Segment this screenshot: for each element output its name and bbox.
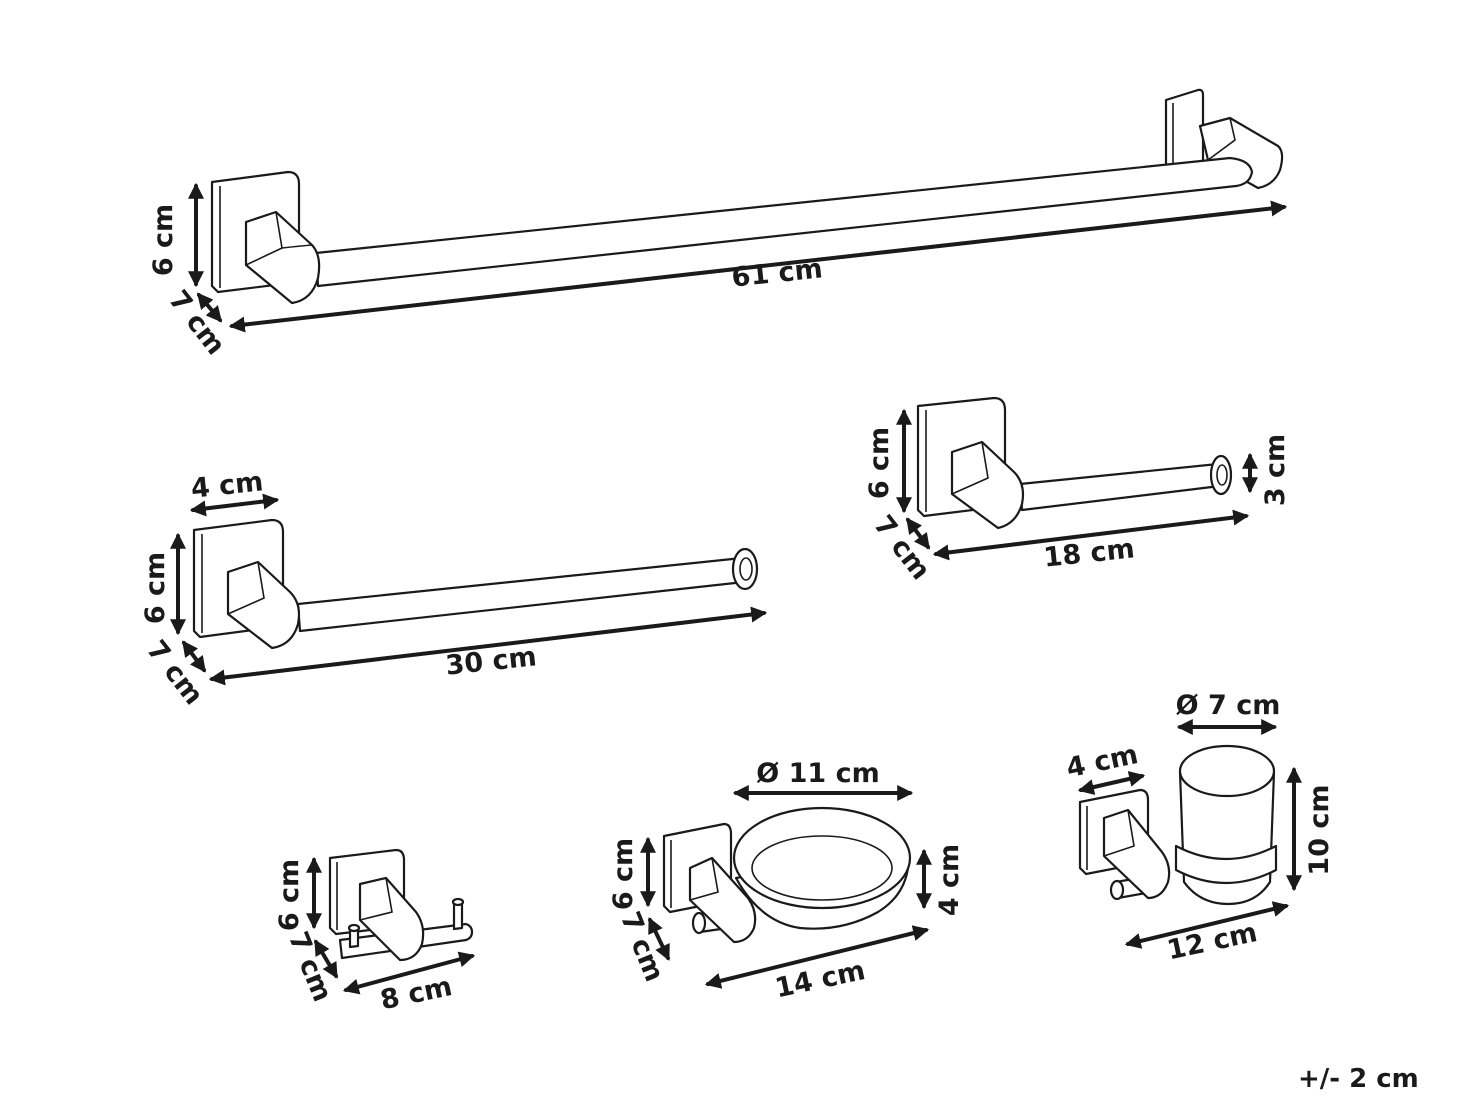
tumbler-diameter-label: Ø 7 cm bbox=[1176, 690, 1281, 721]
paper-holder-arm bbox=[950, 440, 1025, 530]
double-hook: 8 cm 6 cm 7 cm bbox=[274, 848, 476, 1016]
short-bar-end-cap bbox=[731, 547, 759, 591]
long-bar-right-arm bbox=[1198, 116, 1284, 190]
paper-holder-width-line bbox=[932, 509, 1250, 561]
long-bar-depth-line bbox=[196, 292, 223, 323]
short-towel-bar: 30 cm 6 cm 7 cm 4 cm bbox=[140, 466, 768, 711]
paper-holder-depth-line bbox=[906, 517, 930, 550]
paper-holder-end-label: 3 cm bbox=[1260, 434, 1291, 506]
long-bar-width-label: 61 cm bbox=[730, 253, 824, 293]
paper-holder-rod bbox=[1018, 462, 1229, 512]
tumbler-glass-rim bbox=[1178, 744, 1276, 798]
tumbler-arm bbox=[1102, 808, 1171, 900]
soap-dish-depth-line bbox=[648, 917, 670, 961]
paper-holder-height-label: 6 cm bbox=[864, 427, 895, 499]
tumbler-height-label: 10 cm bbox=[1304, 784, 1335, 875]
short-bar-depth-label: 7 cm bbox=[140, 635, 209, 711]
soap-dish-dish-height-label: 4 cm bbox=[934, 844, 965, 916]
short-bar-mount-label: 4 cm bbox=[190, 466, 265, 504]
tumbler-width-line bbox=[1124, 901, 1290, 949]
short-bar-width-label: 30 cm bbox=[444, 641, 538, 681]
hook-height-label: 6 cm bbox=[274, 859, 305, 931]
hook-depth-line bbox=[314, 939, 338, 979]
short-bar-mount-line bbox=[189, 493, 280, 517]
tumbler-holder: Ø 7 cm 10 cm 12 cm 4 cm bbox=[1064, 690, 1335, 966]
short-bar-height-label: 6 cm bbox=[140, 552, 171, 624]
soap-dish: Ø 11 cm 14 cm 6 cm 7 cm 4 cm bbox=[608, 758, 965, 1004]
short-bar-rod bbox=[296, 556, 755, 633]
soap-dish-diameter-label: Ø 11 cm bbox=[756, 758, 879, 789]
tolerance-note: +/- 2 cm bbox=[1298, 1064, 1419, 1094]
long-bar-width-line bbox=[228, 200, 1288, 333]
paper-holder-end-cap bbox=[1209, 454, 1233, 496]
tumbler-mount-line bbox=[1077, 771, 1146, 795]
tumbler-ring bbox=[1174, 844, 1278, 884]
short-bar-depth-line bbox=[182, 640, 206, 673]
short-bar-arm bbox=[226, 560, 301, 650]
long-bar-height-label: 6 cm bbox=[148, 204, 179, 276]
short-bar-width-line bbox=[208, 606, 768, 686]
paper-holder-depth-label: 7 cm bbox=[867, 510, 936, 586]
long-towel-bar: 61 cm 6 cm 7 cm bbox=[148, 88, 1288, 361]
soap-dish-rim bbox=[732, 806, 912, 910]
long-bar-depth-label: 7 cm bbox=[162, 285, 231, 361]
paper-holder: 18 cm 6 cm 7 cm 3 cm bbox=[864, 396, 1291, 586]
soap-dish-height-label: 6 cm bbox=[608, 838, 639, 910]
long-bar-left-arm bbox=[244, 210, 321, 305]
soap-dish-width-line bbox=[704, 925, 930, 989]
hook-width-line bbox=[342, 951, 476, 995]
